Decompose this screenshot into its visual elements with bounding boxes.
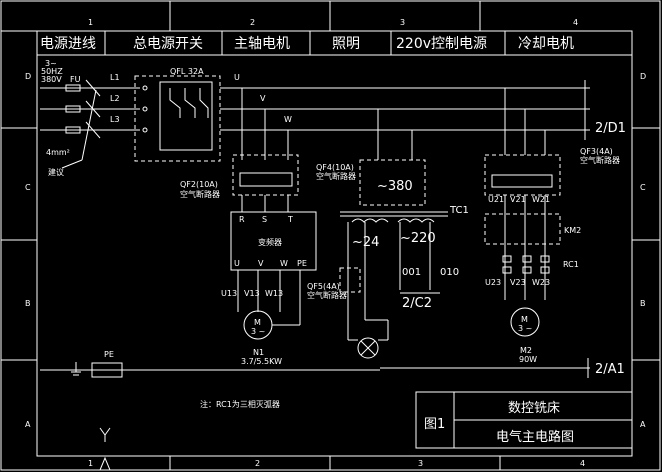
qf3-type: 空气断路器 <box>580 155 620 165</box>
qf3-label: QF3(4A) <box>580 147 613 156</box>
bottom-number-3: 3 <box>418 459 423 468</box>
qf5-type: 空气断路器 <box>307 290 347 300</box>
bottom-number-1: 1 <box>88 459 93 468</box>
ground-symbol <box>40 362 380 378</box>
spindle-motor-name: N1 <box>253 348 264 357</box>
inverter-box <box>230 211 317 271</box>
line-l3: L3 <box>110 115 120 124</box>
bottom-number-4: 4 <box>580 459 585 468</box>
header-control-power: 220v控制电源 <box>396 36 487 52</box>
title-diagram: 电气主电路图 <box>496 429 574 445</box>
wire-size: 4mm² <box>46 148 70 157</box>
coolant-term-v21: V21 <box>510 195 526 204</box>
title-fig: 图1 <box>424 417 445 432</box>
coolant-term-v23: V23 <box>510 278 526 287</box>
ref-d1: 2/D1 <box>595 121 626 136</box>
line-l2: L2 <box>110 94 120 103</box>
spindle-breaker <box>232 88 299 212</box>
suggest-text: 建议 <box>48 167 64 177</box>
top-number-2: 2 <box>250 18 255 27</box>
rc1-label: RC1 <box>563 260 579 269</box>
side-letter-a-left: A <box>25 420 31 429</box>
bus-w: W <box>284 115 292 124</box>
freq-text: 50HZ <box>41 67 63 76</box>
side-letter-c-left: C <box>25 183 31 192</box>
coolant-motor-phase: 3 ~ <box>518 324 532 333</box>
lighting-breaker <box>339 109 448 359</box>
term-010: 010 <box>440 267 459 278</box>
spindle-motor-phase: 3 ~ <box>251 327 265 336</box>
line-l1: L1 <box>110 73 120 82</box>
term-001: 001 <box>402 267 421 278</box>
motor-term-v13: V13 <box>244 289 260 298</box>
note-text: 注：RC1为三相灭弧器 <box>200 399 280 409</box>
bus-u: U <box>234 73 240 82</box>
coolant-term-w21: W21 <box>532 195 550 204</box>
spindle-motor-symbol: M <box>254 318 261 327</box>
main-switch-label: QFL 32A <box>170 67 204 76</box>
ucs-icon <box>99 427 111 471</box>
fuse-block <box>40 79 140 169</box>
side-letter-d-left: D <box>25 72 31 81</box>
inverter-t: T <box>287 215 293 224</box>
inverter-name: 变频器 <box>258 237 282 247</box>
ref-c2: 2/C2 <box>402 296 432 311</box>
header-spindle-motor: 主轴电机 <box>234 36 290 52</box>
qf5-label: QF5(4A) <box>307 282 340 291</box>
side-letter-c-right: C <box>640 183 646 192</box>
header-main-switch: 总电源开关 <box>133 36 203 52</box>
header-lighting: 照明 <box>332 36 360 52</box>
motor-term-w13: W13 <box>265 289 283 298</box>
secondary-24: ~24 <box>352 235 379 250</box>
phase-text: 3~ <box>45 59 57 68</box>
header-coolant-motor: 冷却电机 <box>518 36 574 52</box>
qf2-label: QF2(10A) <box>180 180 218 189</box>
top-number-1: 1 <box>88 18 93 27</box>
bus-v: V <box>260 94 266 103</box>
fuse-label: FU <box>70 75 81 84</box>
secondary-220: ~220 <box>400 231 436 246</box>
inverter-v: V <box>258 259 264 268</box>
top-number-4: 4 <box>573 18 578 27</box>
motor-term-u13: U13 <box>221 289 237 298</box>
coolant-motor-name: M2 <box>520 346 532 355</box>
coolant-term-u21: U21 <box>488 195 504 204</box>
volt-text: 380V <box>41 75 62 84</box>
side-letter-a-right: A <box>640 420 646 429</box>
pe-label: PE <box>104 350 114 359</box>
coolant-term-w23: W23 <box>532 278 550 287</box>
coolant-term-u23: U23 <box>485 278 501 287</box>
qf4-label: QF4(10A) <box>316 163 354 172</box>
qf2-type: 空气断路器 <box>180 189 220 199</box>
inverter-s: S <box>262 215 267 224</box>
title-block <box>415 391 633 449</box>
inverter-u: U <box>234 259 240 268</box>
header-power-in: 电源进线 <box>40 36 96 52</box>
transformer-primary: ~380 <box>377 179 413 194</box>
top-number-3: 3 <box>400 18 405 27</box>
km2-label: KM2 <box>564 226 581 235</box>
title-machine: 数控铣床 <box>508 401 560 416</box>
inverter-r: R <box>239 215 245 224</box>
transformer-label: TC1 <box>449 205 469 216</box>
coolant-motor-symbol: M <box>521 315 528 324</box>
coolant-motor-rating: 90W <box>519 355 537 364</box>
main-switch-box <box>134 75 590 162</box>
header-row <box>37 31 632 56</box>
bottom-number-2: 2 <box>255 459 260 468</box>
qf4-type: 空气断路器 <box>316 171 356 181</box>
side-letter-b-left: B <box>25 299 31 308</box>
inverter-w: W <box>280 259 288 268</box>
side-letter-b-right: B <box>640 299 646 308</box>
spindle-wiring <box>237 270 301 340</box>
spindle-motor-rating: 3.7/5.5KW <box>241 357 282 366</box>
ref-a1: 2/A1 <box>595 362 625 377</box>
inverter-pe: PE <box>297 259 307 268</box>
coolant-circuit <box>380 88 590 378</box>
side-letter-d-right: D <box>640 72 646 81</box>
